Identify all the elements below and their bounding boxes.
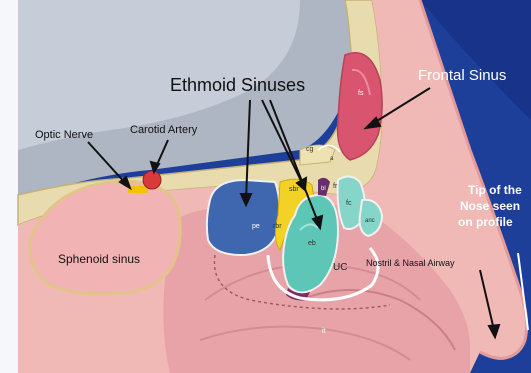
tip-of-nose-label-line1: Tip of the bbox=[468, 183, 522, 197]
abbr-cg: cg bbox=[306, 146, 314, 153]
tip-of-nose-label-line3: on profile bbox=[458, 215, 513, 229]
nostril-airway-label: Nostril & Nasal Airway bbox=[366, 258, 455, 268]
abbr-fr: fr bbox=[333, 183, 338, 190]
ethmoid-sinuses-label: Ethmoid Sinuses bbox=[170, 75, 305, 95]
abbr-pe: pe bbox=[252, 223, 260, 230]
abbr-uc: UC bbox=[333, 262, 347, 273]
posterior-ethmoid-cells bbox=[207, 180, 280, 255]
abbr-sbr: sbr bbox=[289, 186, 299, 193]
tip-of-nose-label-line2: Nose seen bbox=[460, 199, 520, 213]
abbr-bl: bl bbox=[321, 186, 326, 192]
frontal-sinus-label: Frontal Sinus bbox=[418, 67, 506, 84]
abbr-anc: anc bbox=[365, 218, 375, 224]
carotid-artery-label: Carotid Artery bbox=[130, 124, 198, 136]
abbr-it: it bbox=[322, 328, 326, 335]
abbr-fs: fs bbox=[358, 90, 364, 97]
optic-nerve-label: Optic Nerve bbox=[35, 129, 93, 141]
abbr-rbr: rbr bbox=[273, 223, 282, 230]
sphenoid-sinus-label: Sphenoid sinus bbox=[58, 252, 140, 266]
abbr-fc: fc bbox=[346, 200, 352, 207]
carotid-artery-shape bbox=[143, 171, 161, 189]
abbr-eb: eb bbox=[308, 240, 316, 247]
